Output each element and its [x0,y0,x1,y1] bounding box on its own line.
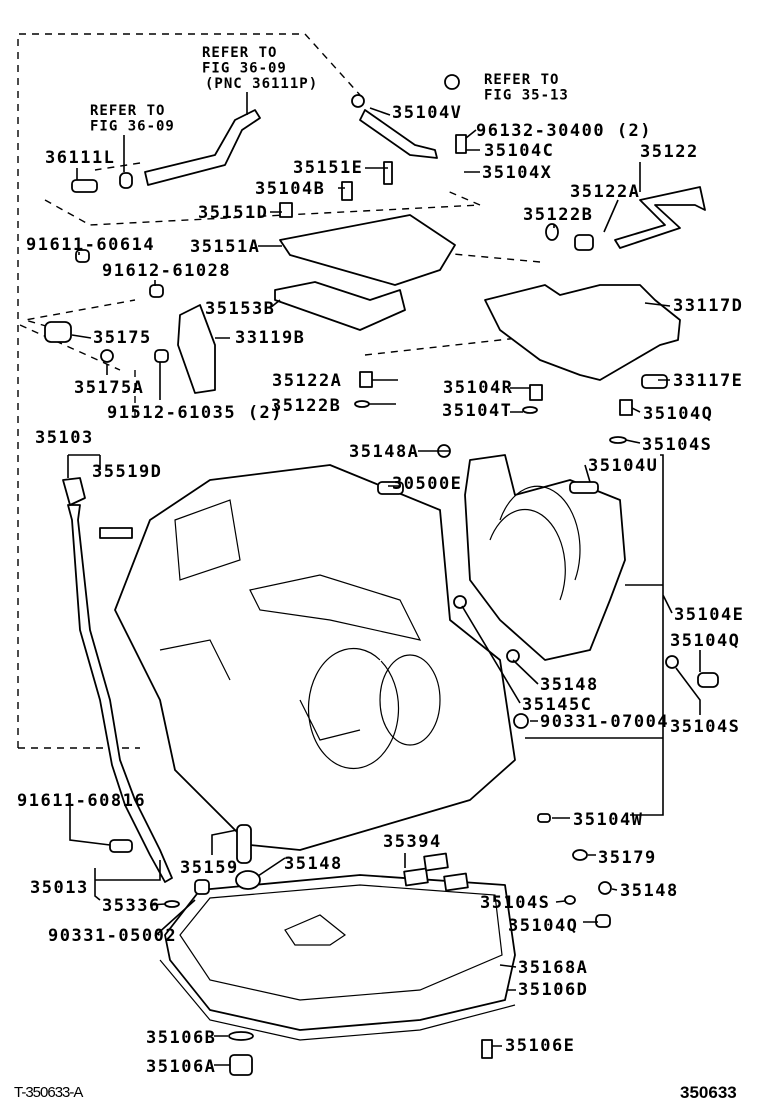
part-number-35175a: 35175A [74,378,144,398]
part-number-35104x: 35104X [482,163,552,183]
part-number-91611-60614: 91611-60614 [26,235,155,255]
part-number-35103: 35103 [35,428,94,448]
oil-strainer [279,214,456,286]
reference-note-line: FIG 35-13 [484,88,569,104]
part-number-91611-60816: 91611-60816 [17,791,146,811]
part-number-35151a: 35151A [190,237,260,257]
pan-flange [159,884,516,1041]
part-number-35122b: 35122B [523,205,593,225]
oil-pan [164,874,516,1031]
part-number-90331-05002: 90331-05002 [48,926,177,946]
strap [99,527,133,539]
oil-level-gauge [67,504,173,883]
breather-tube [359,109,438,159]
part-number-35104q: 35104Q [643,404,713,424]
pan-detail [284,914,347,946]
part-number-35104q: 35104Q [670,631,740,651]
reference-note-line: REFER TO [90,103,165,119]
breather-hose [144,109,261,186]
illustration-number: 350633 [680,1083,737,1102]
part-number-35122b: 35122B [271,396,341,416]
part-number-35145c: 35145C [522,695,592,715]
part-number-35104e: 35104E [674,605,744,625]
part-number-35104s: 35104S [642,435,712,455]
part-number-35394: 35394 [383,832,442,852]
part-number-35106a: 35106A [146,1057,216,1077]
part-number-35106b: 35106B [146,1028,216,1048]
part-number-90331-07004: 90331-07004 [540,712,669,732]
part-number-35104w: 35104W [573,810,643,830]
part-number-33117e: 33117E [673,371,743,391]
part-number-33117d: 33117D [673,296,743,316]
reference-note-line: FIG 36-09 [202,61,287,77]
part-number-35148: 35148 [540,675,599,695]
part-number-35106d: 35106D [518,980,588,1000]
part-number-35175: 35175 [93,328,152,348]
gauge-handle [62,477,86,506]
reference-note-line: REFER TO [202,45,277,61]
part-number-35104s: 35104S [670,717,740,737]
part-number-36111l: 36111L [45,148,115,168]
reference-note-line: (PNC 36111P) [205,76,318,92]
part-number-33119b: 33119B [235,328,305,348]
part-number-35104v: 35104V [392,103,462,123]
part-number-35104s: 35104S [480,893,550,913]
part-number-35104u: 35104U [588,456,658,476]
part-number-35168a: 35168A [518,958,588,978]
bore [379,654,441,746]
case-housing [464,454,626,661]
part-number-35106e: 35106E [505,1036,575,1056]
part-number-35104b: 35104B [255,179,325,199]
part-number-91512-61035-2-: 91512-61035 (2) [107,403,283,423]
part-number-35148: 35148 [284,854,343,874]
part-number-35519d: 35519D [92,462,162,482]
reference-note-line: FIG 36-09 [90,119,175,135]
leader-lines [67,92,701,1066]
fasteners [44,74,719,1076]
oil-cooler-tube [614,186,706,249]
part-number-35148: 35148 [620,881,679,901]
part-number-30500e: 30500E [392,474,462,494]
part-number-91612-61028: 91612-61028 [102,261,231,281]
part-number-35122a: 35122A [570,182,640,202]
part-number-35104c: 35104C [484,141,554,161]
part-number-35104r: 35104R [443,378,513,398]
part-number-35104t: 35104T [442,401,512,421]
heat-insulator [484,284,681,381]
part-number-35122: 35122 [640,142,699,162]
bracket [177,304,216,394]
part-number-35122a: 35122A [272,371,342,391]
transaxle-case [114,464,516,851]
drawing-code: T-350633-A [14,1084,83,1101]
part-number-35151e: 35151E [293,158,363,178]
assembly-boundary [17,33,361,748]
part-number-35151d: 35151D [198,203,268,223]
housing-detail [489,485,581,601]
reference-note-line: REFER TO [484,72,559,88]
part-number-35179: 35179 [598,848,657,868]
case-detail [159,499,422,770]
part-number-35336: 35336 [102,896,161,916]
part-number-35013: 35013 [30,878,89,898]
part-number-35148a: 35148A [349,442,419,462]
strainer-gasket [274,281,406,331]
part-number-96132-30400-2-: 96132-30400 (2) [476,121,652,141]
part-number-35159: 35159 [180,858,239,878]
part-number-35104q: 35104Q [508,916,578,936]
part-number-35153b: 35153B [205,299,275,319]
